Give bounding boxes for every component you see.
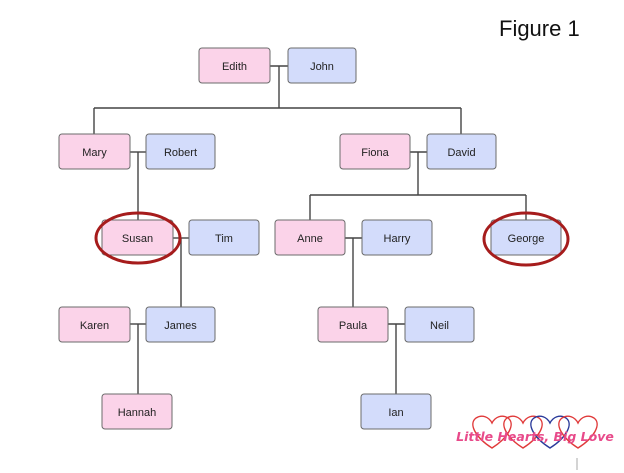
- person-susan: Susan: [101, 219, 174, 256]
- person-name-harry: Harry: [384, 233, 411, 245]
- little-hearts-big-love-logo: Little Hearts, Big Love: [456, 415, 614, 470]
- person-paula: Paula: [317, 306, 389, 343]
- person-name-george: George: [508, 233, 545, 245]
- person-george: George: [490, 219, 562, 256]
- person-name-james: James: [164, 320, 197, 332]
- hearts-icon: [472, 415, 598, 449]
- person-mary: Mary: [58, 133, 131, 170]
- person-name-neil: Neil: [430, 320, 449, 332]
- person-anne: Anne: [274, 219, 346, 256]
- person-name-robert: Robert: [164, 147, 197, 159]
- person-neil: Neil: [404, 306, 475, 343]
- person-edith: Edith: [198, 47, 271, 84]
- person-name-edith: Edith: [222, 61, 247, 73]
- person-karen: Karen: [58, 306, 131, 343]
- person-name-susan: Susan: [122, 233, 153, 245]
- person-name-karen: Karen: [80, 320, 109, 332]
- person-robert: Robert: [145, 133, 216, 170]
- person-name-david: David: [447, 147, 475, 159]
- person-name-john: John: [310, 61, 334, 73]
- person-name-mary: Mary: [82, 147, 107, 159]
- person-name-ian: Ian: [388, 407, 403, 419]
- person-name-tim: Tim: [215, 233, 233, 245]
- person-tim: Tim: [188, 219, 260, 256]
- person-david: David: [426, 133, 497, 170]
- figure-title: Figure 1: [499, 16, 580, 41]
- highlight-circle-george: [482, 211, 570, 267]
- connector-lines: [93, 65, 527, 394]
- logo-text: Little Hearts, Big Love: [456, 429, 614, 444]
- person-john: John: [287, 47, 357, 84]
- person-name-anne: Anne: [297, 233, 323, 245]
- highlight-circle-susan: [94, 211, 182, 265]
- person-harry: Harry: [361, 219, 433, 256]
- person-james: James: [145, 306, 216, 343]
- person-hannah: Hannah: [101, 393, 173, 430]
- person-name-fiona: Fiona: [361, 147, 389, 159]
- person-name-hannah: Hannah: [118, 407, 157, 419]
- person-fiona: Fiona: [339, 133, 411, 170]
- person-name-paula: Paula: [339, 320, 368, 332]
- person-ian: Ian: [360, 393, 432, 430]
